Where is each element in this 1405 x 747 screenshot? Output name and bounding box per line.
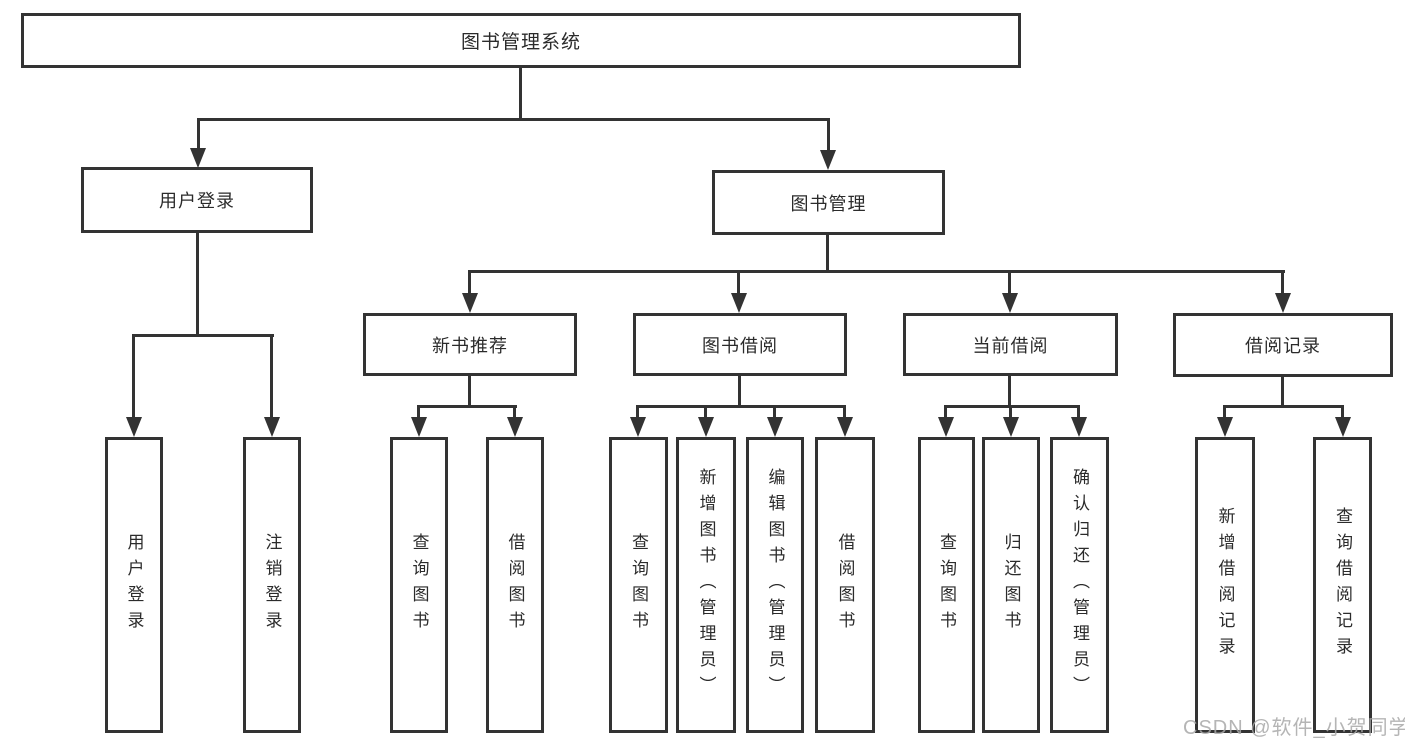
connector-group-drop bbox=[1008, 270, 1011, 294]
leaf-borrow-add-book-admin: 新增图书（管理员） bbox=[676, 437, 736, 733]
leaf-label: 借阅图书 bbox=[505, 533, 525, 637]
leaf-current-confirm-return-admin: 确认归还（管理员） bbox=[1050, 437, 1109, 733]
leaf-label: 查询图书 bbox=[629, 533, 648, 637]
arrow-into-current-borrow bbox=[1002, 293, 1018, 313]
leaf-records-add-record: 新增借阅记录 bbox=[1195, 437, 1255, 733]
arrow-into-leaf bbox=[837, 417, 853, 437]
arrow-into-leaf bbox=[1335, 417, 1351, 437]
connector-leaf-drop bbox=[132, 334, 135, 419]
node-current-borrow-label: 当前借阅 bbox=[972, 335, 1049, 356]
node-new-book-rec: 新书推荐 bbox=[363, 313, 577, 376]
connector-group-drop bbox=[737, 270, 740, 294]
leaf-label: 借阅图书 bbox=[835, 533, 855, 637]
leaf-rec-search-book: 查询图书 bbox=[390, 437, 448, 733]
connector-book-mgmt-bar bbox=[468, 270, 1285, 273]
connector-book-borrow-bar bbox=[636, 405, 846, 408]
leaf-label: 查询借阅记录 bbox=[1333, 507, 1352, 663]
arrow-into-leaf bbox=[938, 417, 954, 437]
connector-leaf-drop bbox=[270, 334, 273, 419]
node-borrow-records-label: 借阅记录 bbox=[1245, 336, 1321, 356]
arrow-into-leaf bbox=[767, 417, 783, 437]
connector-user-login-drop bbox=[197, 118, 200, 150]
connector-leaf-drop bbox=[944, 405, 947, 419]
leaf-borrow-edit-book-admin: 编辑图书（管理员） bbox=[746, 437, 804, 733]
leaf-label: 归还图书 bbox=[1001, 533, 1021, 637]
connector-book-borrow-stem bbox=[738, 376, 741, 408]
connector-user-login-bar bbox=[132, 334, 274, 337]
arrow-into-leaf bbox=[507, 417, 523, 437]
node-root-label: 图书管理系统 bbox=[460, 32, 581, 53]
connector-group-drop bbox=[1281, 270, 1284, 294]
connector-group-drop bbox=[468, 270, 471, 294]
arrow-into-leaf-logout bbox=[264, 417, 280, 437]
connector-leaf-drop bbox=[513, 405, 516, 419]
connector-borrow-records-stem bbox=[1281, 377, 1284, 408]
arrow-into-leaf bbox=[1003, 417, 1019, 437]
leaf-borrow-search-book: 查询图书 bbox=[609, 437, 668, 733]
connector-user-login-stem bbox=[196, 233, 199, 337]
leaf-logout: 注销登录 bbox=[243, 437, 301, 733]
connector-book-mgmt-stem bbox=[826, 235, 829, 273]
connector-root-bar bbox=[197, 118, 830, 121]
connector-leaf-drop bbox=[773, 405, 776, 419]
leaf-label: 新增借阅记录 bbox=[1215, 507, 1235, 663]
arrow-into-book-borrow bbox=[731, 293, 747, 313]
leaf-label: 注销登录 bbox=[262, 533, 282, 637]
arrow-into-user-login bbox=[190, 148, 206, 168]
leaf-label: 查询图书 bbox=[409, 533, 429, 637]
node-user-login-label: 用户登录 bbox=[159, 191, 235, 211]
leaf-label: 查询图书 bbox=[937, 533, 956, 637]
csdn-watermark: CSDN @软件_小贺同学 bbox=[1183, 717, 1405, 739]
connector-book-mgmt-drop bbox=[827, 118, 830, 152]
leaf-label: 确认归还（管理员） bbox=[1070, 468, 1089, 702]
connector-new-book-rec-stem bbox=[468, 376, 471, 408]
connector-leaf-drop bbox=[636, 405, 639, 419]
node-current-borrow: 当前借阅 bbox=[903, 313, 1118, 376]
connector-new-book-rec-bar bbox=[417, 405, 517, 408]
arrow-into-book-mgmt bbox=[820, 150, 836, 170]
connector-leaf-drop bbox=[1077, 405, 1080, 419]
connector-current-borrow-stem bbox=[1008, 376, 1011, 408]
leaf-rec-borrow-book: 借阅图书 bbox=[486, 437, 544, 733]
node-book-mgmt-label: 图书管理 bbox=[790, 193, 867, 214]
arrow-into-new-book-rec bbox=[462, 293, 478, 313]
node-borrow-records: 借阅记录 bbox=[1173, 313, 1393, 377]
arrow-into-borrow-records bbox=[1275, 293, 1291, 313]
leaf-label: 用户登录 bbox=[124, 533, 144, 637]
leaf-current-search-book: 查询图书 bbox=[918, 437, 975, 733]
connector-borrow-records-bar bbox=[1223, 405, 1344, 408]
connector-leaf-drop bbox=[1341, 405, 1344, 419]
node-book-borrow-label: 图书借阅 bbox=[702, 335, 778, 356]
arrow-into-leaf bbox=[630, 417, 646, 437]
node-new-book-rec-label: 新书推荐 bbox=[432, 335, 508, 356]
arrow-into-leaf bbox=[411, 417, 427, 437]
leaf-borrow-borrow-book: 借阅图书 bbox=[815, 437, 875, 733]
leaf-records-search-record: 查询借阅记录 bbox=[1313, 437, 1372, 733]
node-book-borrow: 图书借阅 bbox=[633, 313, 847, 376]
connector-leaf-drop bbox=[1223, 405, 1226, 419]
node-book-mgmt: 图书管理 bbox=[712, 170, 945, 235]
arrow-into-leaf bbox=[1217, 417, 1233, 437]
arrow-into-leaf-login bbox=[126, 417, 142, 437]
leaf-label: 新增图书（管理员） bbox=[696, 468, 716, 702]
arrow-into-leaf bbox=[698, 417, 714, 437]
node-user-login: 用户登录 bbox=[81, 167, 313, 233]
node-root: 图书管理系统 bbox=[21, 13, 1021, 68]
connector-leaf-drop bbox=[417, 405, 420, 419]
arrow-into-leaf bbox=[1071, 417, 1087, 437]
connector-leaf-drop bbox=[1009, 405, 1012, 419]
leaf-label: 编辑图书（管理员） bbox=[765, 468, 785, 702]
leaf-user-login: 用户登录 bbox=[105, 437, 163, 733]
leaf-current-return-book: 归还图书 bbox=[982, 437, 1040, 733]
connector-leaf-drop bbox=[704, 405, 707, 419]
connector-root-stem bbox=[519, 68, 522, 118]
connector-current-borrow-bar bbox=[944, 405, 1080, 408]
connector-leaf-drop bbox=[843, 405, 846, 419]
